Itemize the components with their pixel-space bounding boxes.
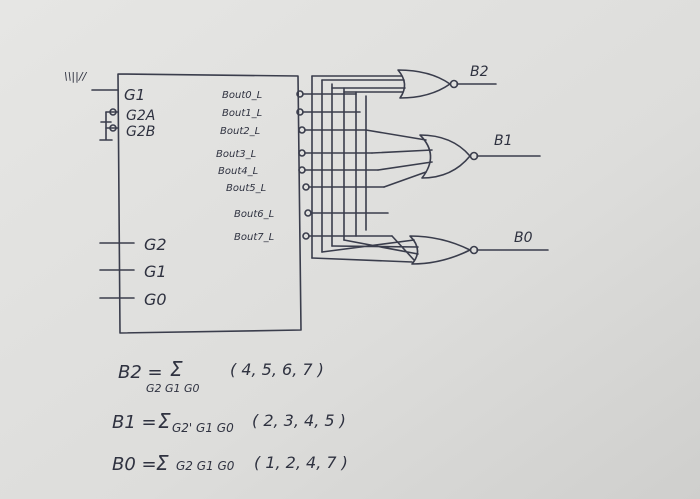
label-b1-output: B1 bbox=[494, 133, 513, 149]
label-out-0: Bout0_L bbox=[222, 90, 262, 101]
eq-b0-lhs: B0 = bbox=[112, 454, 157, 475]
eq-b2-lhs: B2 = bbox=[118, 362, 163, 383]
eq-b0-sub: G2 G1 G0 bbox=[176, 459, 235, 473]
top-mark: \\||// bbox=[64, 70, 88, 83]
decoder-box bbox=[117, 73, 302, 334]
eq-b1-terms: ( 2, 3, 4, 5 ) bbox=[252, 411, 346, 430]
eq-b1-sub: G2' G1 G0 bbox=[172, 421, 234, 435]
bubble-g2a bbox=[109, 108, 117, 116]
label-out-3: Bout3_L bbox=[216, 149, 256, 160]
label-b0-output: B0 bbox=[514, 230, 533, 246]
eq-b2-sigma: Σ bbox=[170, 357, 183, 381]
label-g2a: G2A bbox=[126, 108, 155, 124]
ground-bracket bbox=[99, 111, 113, 141]
or-gate-b1 bbox=[419, 134, 471, 179]
eq-b1-sigma: Σ bbox=[158, 409, 171, 433]
label-g1: G1 bbox=[124, 86, 145, 104]
label-out-4: Bout4_L bbox=[218, 166, 258, 177]
eq-b2-sub: G2 G1 G0 bbox=[146, 382, 200, 395]
label-out-6: Bout6_L bbox=[234, 209, 274, 220]
label-sel-g0: G0 bbox=[144, 290, 167, 309]
eq-b2-terms: ( 4, 5, 6, 7 ) bbox=[230, 360, 324, 379]
or-gate-b0 bbox=[409, 235, 471, 265]
label-g2b: G2B bbox=[126, 124, 155, 140]
label-out-2: Bout2_L bbox=[220, 126, 260, 137]
label-sel-g1: G1 bbox=[144, 262, 167, 281]
b2-inputs bbox=[311, 75, 406, 93]
or-gate-b2 bbox=[397, 69, 451, 99]
eq-b0-terms: ( 1, 2, 4, 7 ) bbox=[254, 453, 348, 472]
b1-inputs bbox=[365, 129, 433, 188]
label-out-1: Bout1_L bbox=[222, 108, 262, 119]
eq-b0-sigma: Σ bbox=[156, 451, 169, 475]
bubble-g2b bbox=[109, 124, 117, 132]
b0-inputs bbox=[311, 235, 419, 263]
label-out-7: Bout7_L bbox=[234, 232, 274, 243]
label-b2-output: B2 bbox=[470, 64, 489, 80]
label-out-5: Bout5_L bbox=[226, 183, 266, 194]
label-sel-g2: G2 bbox=[144, 235, 167, 254]
eq-b1-lhs: B1 = bbox=[112, 412, 157, 433]
